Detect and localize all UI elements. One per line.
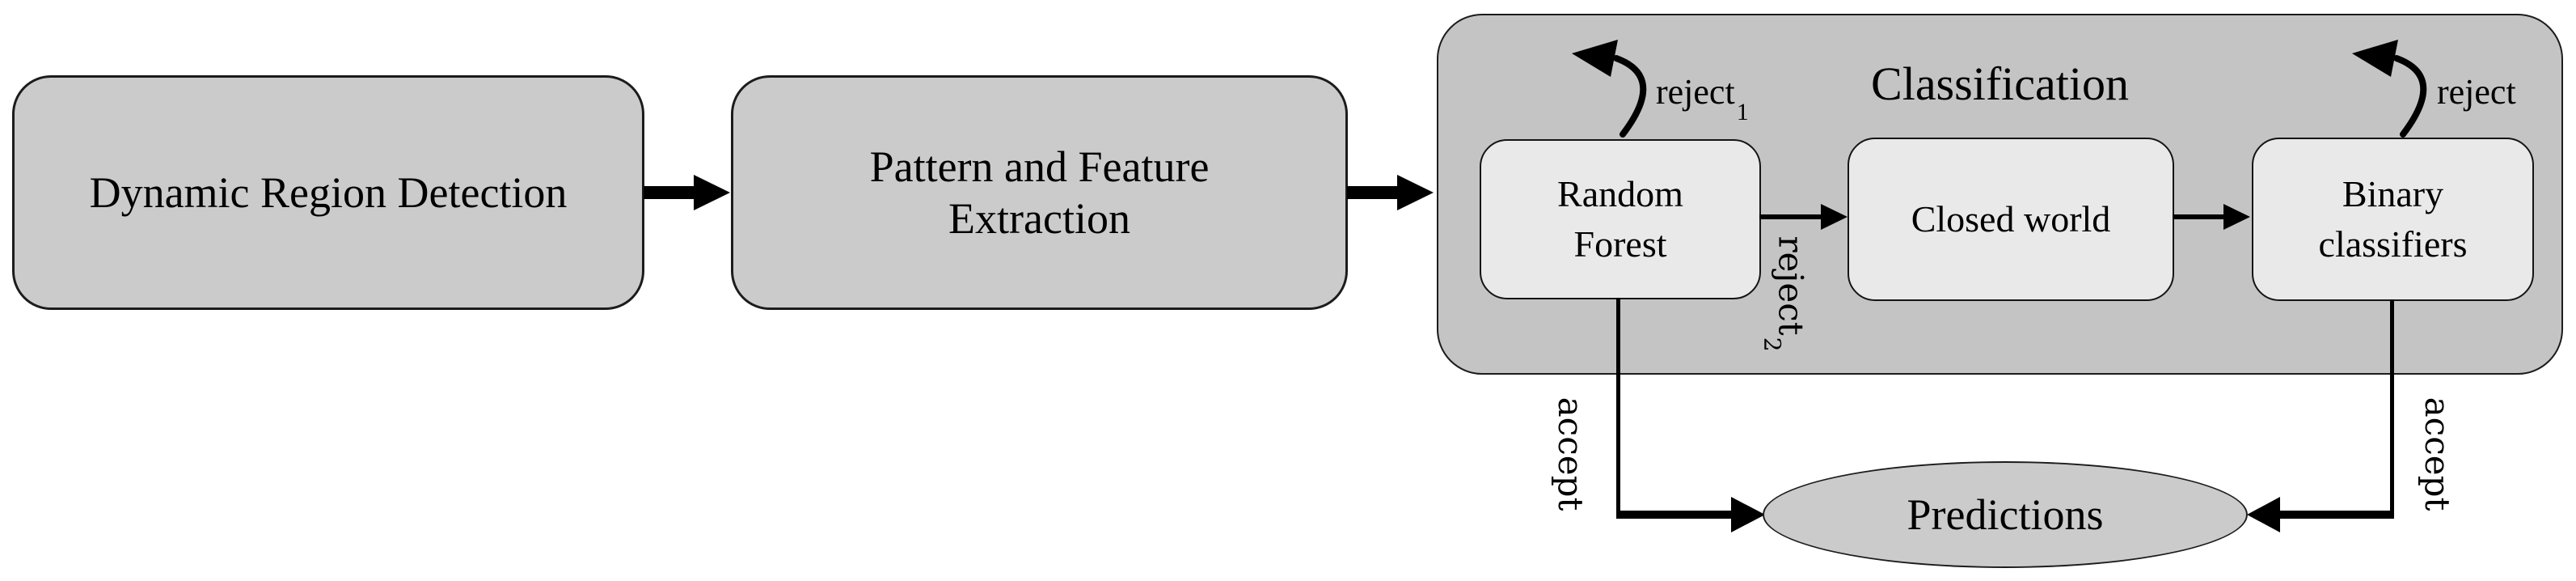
edge-label-text: accept bbox=[2418, 397, 2457, 511]
edge-label-text: reject bbox=[2437, 72, 2516, 112]
node-random-forest: Random Forest bbox=[1480, 139, 1761, 299]
node-label-line1: Binary bbox=[2342, 173, 2444, 214]
edge-label-accept-right: accept bbox=[2418, 397, 2457, 511]
node-label: Dynamic Region Detection bbox=[89, 168, 568, 217]
node-predictions: Predictions bbox=[1763, 461, 2248, 568]
node-label: Closed world bbox=[1911, 198, 2111, 240]
edge-line-vertical bbox=[1616, 298, 1620, 519]
arrow-shaft bbox=[1759, 214, 1822, 219]
edge-label-subscript: 2 bbox=[1759, 337, 1786, 352]
edge-label-subscript: 1 bbox=[1736, 99, 1749, 125]
edge-label-text: reject bbox=[1656, 72, 1735, 112]
edge-line-vertical bbox=[2390, 299, 2394, 519]
arrowhead-right-icon bbox=[2223, 204, 2250, 230]
classification-container: Classification Random Forest Closed worl… bbox=[1437, 14, 2563, 375]
edge-line-horizontal bbox=[1616, 511, 1731, 519]
arrowhead-left-icon bbox=[2247, 497, 2280, 532]
node-closed-world: Closed world bbox=[1848, 138, 2174, 301]
node-binary-classifiers: Binary classifiers bbox=[2252, 138, 2534, 301]
node-dynamic-region-detection: Dynamic Region Detection bbox=[12, 75, 644, 310]
edge-label-text: reject bbox=[1771, 235, 1811, 336]
arrow-shaft bbox=[1347, 186, 1397, 199]
arrow-shaft bbox=[2173, 214, 2225, 219]
classification-title: Classification bbox=[1871, 57, 2129, 110]
edge-label-accept-left: accept bbox=[1551, 397, 1590, 511]
node-pattern-feature-extraction: Pattern and Feature Extraction bbox=[731, 75, 1348, 310]
node-label: Predictions bbox=[1907, 490, 2104, 539]
edge-label-reject-binary: reject bbox=[2437, 74, 2516, 110]
arrowhead-right-icon bbox=[1821, 204, 1848, 230]
node-label-line2: Extraction bbox=[948, 194, 1130, 243]
arrowhead-right-icon bbox=[694, 175, 730, 210]
node-label-line2: classifiers bbox=[2318, 223, 2468, 265]
arrow-shaft bbox=[644, 186, 694, 199]
arrowhead-right-icon bbox=[1731, 497, 1765, 532]
node-label-line1: Random bbox=[1557, 173, 1683, 214]
edge-line-horizontal bbox=[2280, 511, 2394, 519]
edge-label-reject1: reject1 bbox=[1656, 72, 1749, 126]
edge-label-reject2: reject2 bbox=[1759, 235, 1811, 351]
arrowhead-right-icon bbox=[1397, 175, 1434, 210]
node-label-line2: Forest bbox=[1573, 223, 1667, 265]
node-label-line1: Pattern and Feature bbox=[869, 142, 1210, 191]
edge-label-text: accept bbox=[1551, 397, 1590, 511]
